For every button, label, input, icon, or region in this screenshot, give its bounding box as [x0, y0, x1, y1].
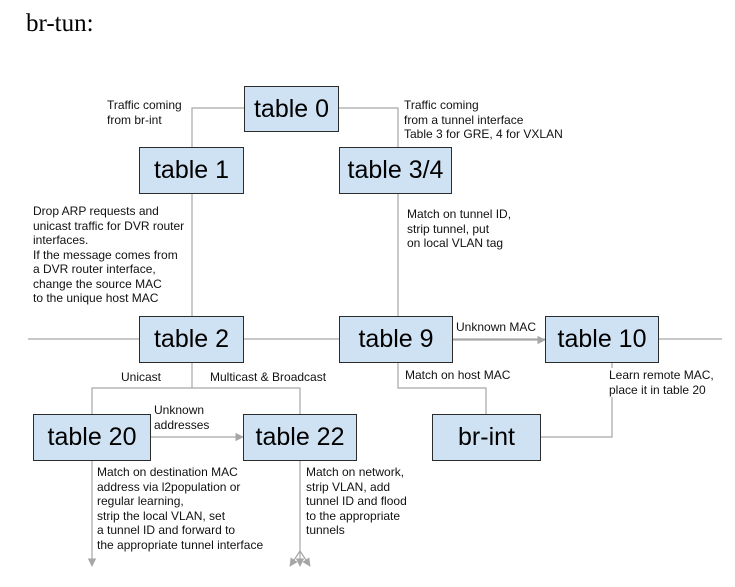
node-table-3-4: table 3/4 [339, 147, 452, 194]
node-table-22: table 22 [243, 414, 357, 461]
node-label: table 1 [153, 156, 230, 184]
node-table-2: table 2 [139, 316, 244, 363]
node-table-10: table 10 [545, 316, 659, 363]
node-label: table 22 [255, 423, 345, 451]
link-table10-brint [541, 363, 613, 438]
note-table20-desc: Match on destination MAC address via l2p… [97, 465, 264, 552]
fanout-right [299, 550, 311, 567]
node-label: br-int [458, 423, 515, 451]
link-table9-brint [397, 363, 487, 414]
node-table-9: table 9 [339, 316, 453, 363]
note-unknown-addresses: Unknown addresses [154, 403, 210, 432]
node-table-0: table 0 [244, 86, 339, 132]
node-label: table 9 [358, 325, 434, 353]
diagram-heading: br-tun: [26, 10, 94, 37]
note-table22-desc: Match on network, strip VLAN, add tunnel… [306, 465, 407, 537]
link-table0-table1 [191, 107, 244, 147]
node-table-1: table 1 [139, 147, 244, 194]
note-unknown-mac: Unknown MAC [455, 320, 538, 335]
link-table0-table34 [339, 107, 399, 147]
node-label: table 20 [47, 423, 137, 451]
link-split-table20 [91, 387, 192, 414]
fanout-left [289, 550, 301, 567]
note-table34-desc: Match on tunnel ID, strip tunnel, put on… [407, 207, 512, 250]
note-multicast-broadcast: Multicast & Broadcast [210, 370, 327, 384]
node-label: table 10 [557, 325, 647, 353]
note-from-brint: Traffic coming from br-int [107, 98, 182, 127]
node-label: table 0 [253, 94, 330, 123]
note-learn-remote: Learn remote MAC, place it in table 20 [608, 368, 715, 397]
note-unicast: Unicast [121, 370, 162, 384]
node-table-20: table 20 [33, 414, 151, 461]
note-table1-desc: Drop ARP requests and unicast traffic fo… [33, 204, 185, 305]
node-label: table 3/4 [347, 156, 444, 184]
node-br-int: br-int [432, 414, 541, 461]
note-match-host-mac: Match on host MAC [404, 368, 512, 383]
node-label: table 2 [153, 325, 230, 353]
link-split-table22 [192, 387, 301, 414]
note-from-tunnel: Traffic coming from a tunnel interface T… [404, 98, 563, 141]
